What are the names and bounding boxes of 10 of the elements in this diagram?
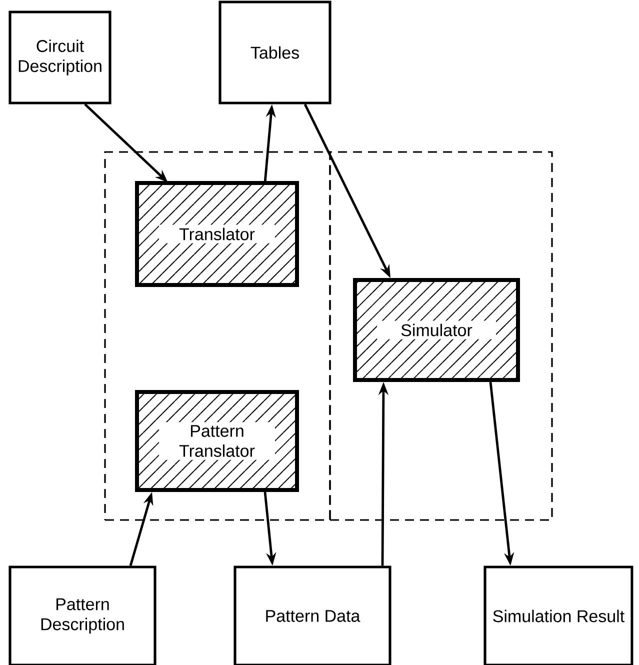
process-box: Simulator bbox=[353, 278, 520, 382]
data-box: Tables bbox=[218, 0, 332, 104]
data-box: Circuit Description bbox=[8, 10, 112, 104]
system-boundary bbox=[329, 151, 553, 521]
data-box: Pattern Description bbox=[8, 566, 156, 665]
data-box: Simulation Result bbox=[484, 566, 634, 665]
process-box: Pattern Translator bbox=[135, 390, 299, 492]
system-boundary bbox=[104, 151, 331, 521]
process-box: Translator bbox=[135, 181, 299, 287]
data-box: Pattern Data bbox=[234, 566, 392, 665]
